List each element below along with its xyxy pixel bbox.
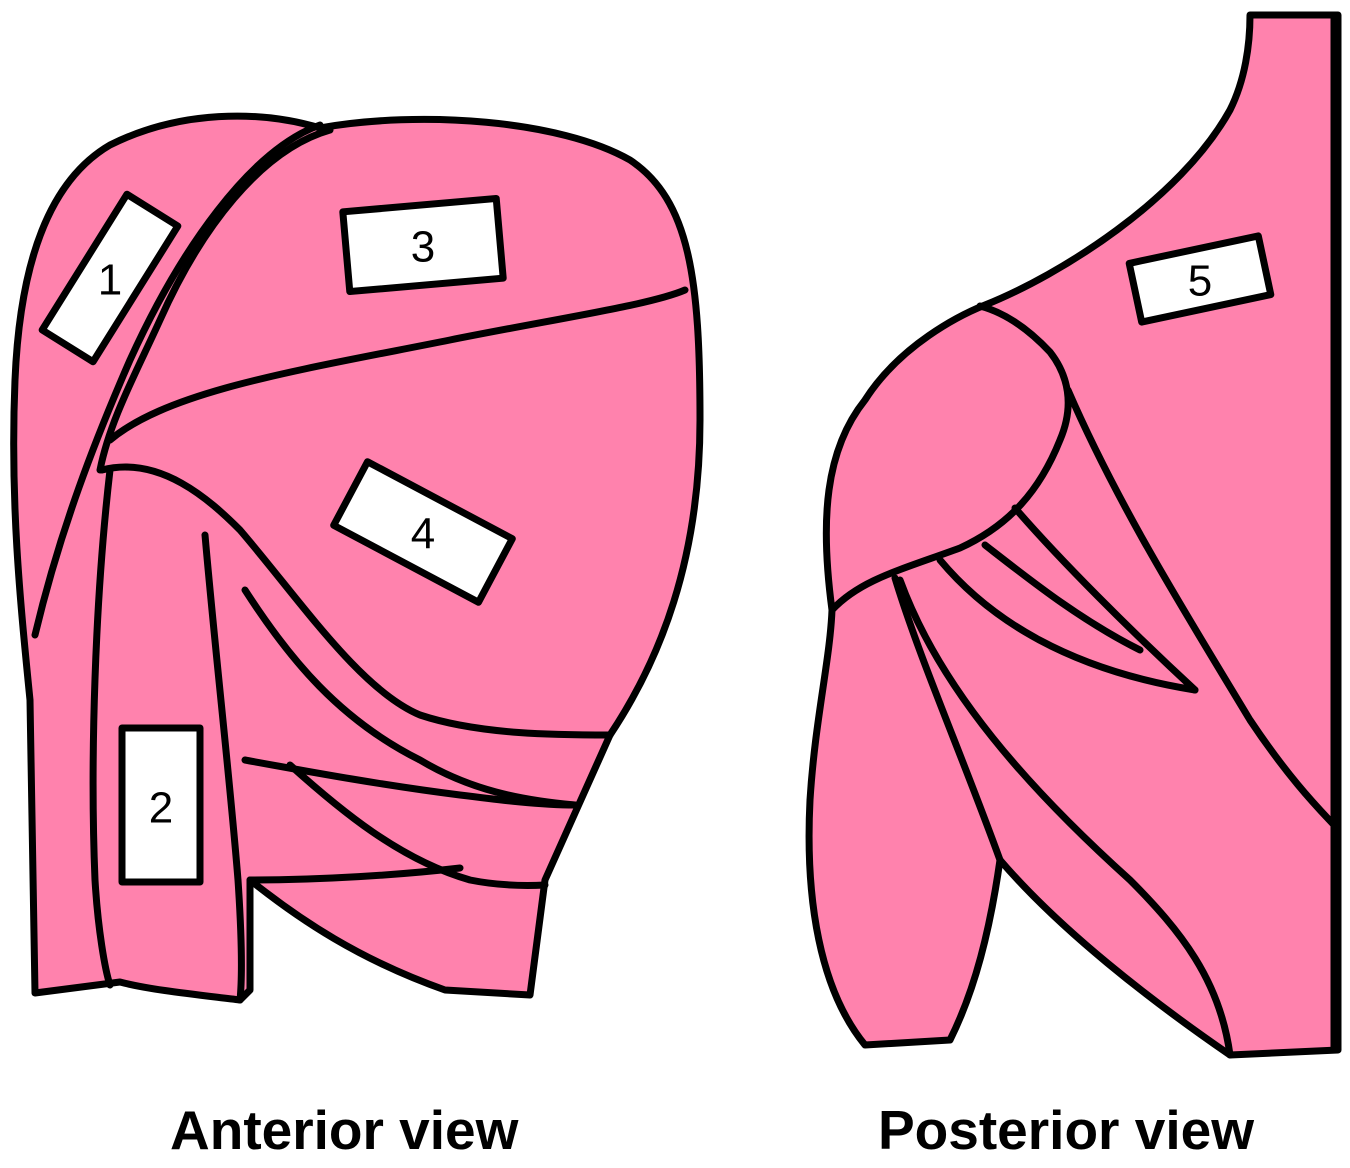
anterior-view-caption: Anterior view bbox=[170, 1098, 518, 1168]
label-4-text: 4 bbox=[411, 510, 435, 559]
posterior-view bbox=[809, 15, 1338, 1055]
label-3-text: 3 bbox=[411, 223, 435, 272]
posterior-muscle-mass bbox=[809, 15, 1338, 1055]
label-1-text: 1 bbox=[98, 256, 122, 305]
label-2-text: 2 bbox=[149, 784, 173, 833]
label-3: 3 bbox=[343, 198, 503, 291]
posterior-view-caption: Posterior view bbox=[878, 1098, 1254, 1168]
label-2: 2 bbox=[122, 728, 200, 882]
label-5-text: 5 bbox=[1188, 257, 1212, 306]
